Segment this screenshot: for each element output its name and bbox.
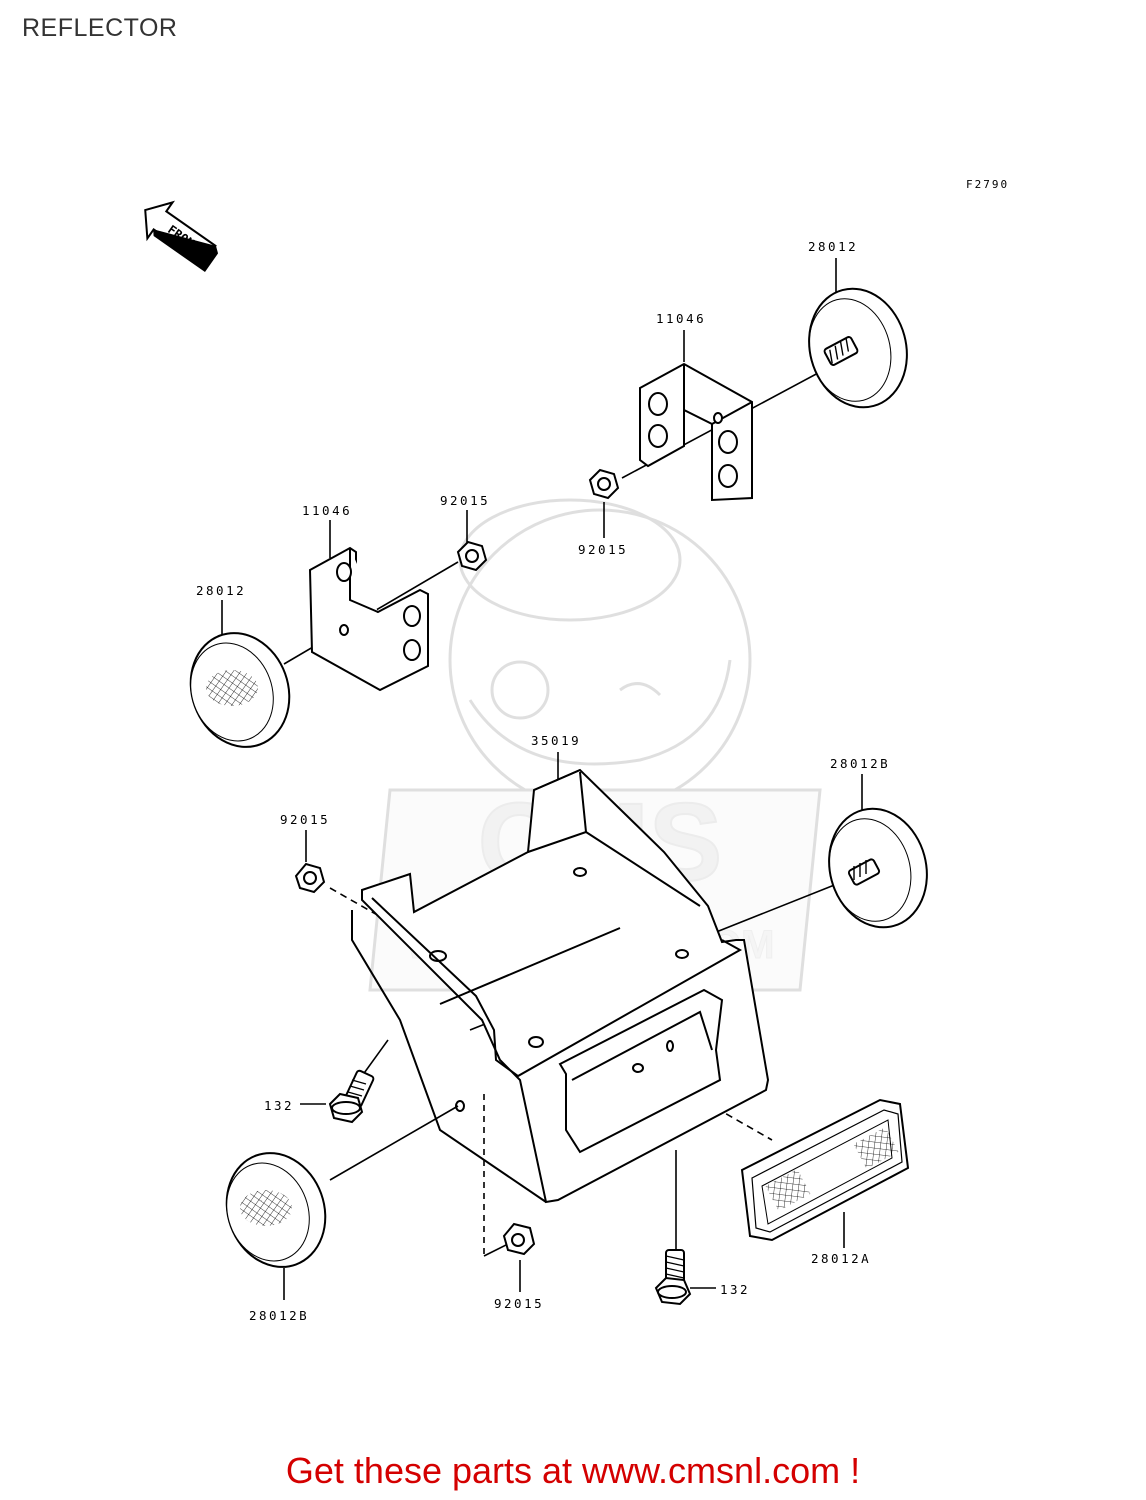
part-label-132[interactable]: 132 [264, 1098, 295, 1113]
reflector-28012-left [189, 632, 291, 748]
reflector-28012-upper [808, 287, 908, 409]
page-title: REFLECTOR [22, 14, 178, 42]
part-label-28012[interactable]: 28012 [196, 583, 247, 598]
nut-92015-middle-left [294, 862, 326, 894]
part-label-28012B[interactable]: 28012B [249, 1308, 310, 1323]
nut-92015-bottom [502, 1222, 536, 1256]
bolt-132-bottom [654, 1249, 692, 1306]
part-label-28012B[interactable]: 28012B [830, 756, 891, 771]
bracket-11046-upper [639, 362, 753, 502]
footer-cta-link[interactable]: Get these parts at www.cmsnl.com ! [285, 1450, 861, 1491]
part-label-92015[interactable]: 92015 [494, 1296, 545, 1311]
part-label-11046[interactable]: 11046 [302, 503, 353, 518]
part-label-35019[interactable]: 35019 [531, 733, 582, 748]
part-label-92015[interactable]: 92015 [578, 542, 629, 557]
bolt-132-left [328, 1069, 375, 1124]
part-label-92015[interactable]: 92015 [440, 493, 491, 508]
license-bracket-35019 [351, 768, 770, 1204]
alignment-line [361, 1039, 389, 1077]
part-label-28012A[interactable]: 28012A [811, 1251, 872, 1266]
part-label-11046[interactable]: 11046 [656, 311, 707, 326]
part-label-28012[interactable]: 28012 [808, 239, 859, 254]
reflector-28012B-right [828, 807, 928, 929]
part-label-92015[interactable]: 92015 [280, 812, 331, 827]
diagram-code: F2790 [966, 178, 1010, 191]
part-label-132[interactable]: 132 [720, 1282, 751, 1297]
reflector-28012A [740, 1098, 910, 1242]
bracket-11046-left [308, 546, 429, 692]
front-direction-arrow: FRONT [144, 200, 219, 273]
nut-92015-upper-right [588, 468, 620, 500]
nut-92015-upper-left [456, 540, 488, 572]
reflector-28012B-left [225, 1152, 327, 1268]
